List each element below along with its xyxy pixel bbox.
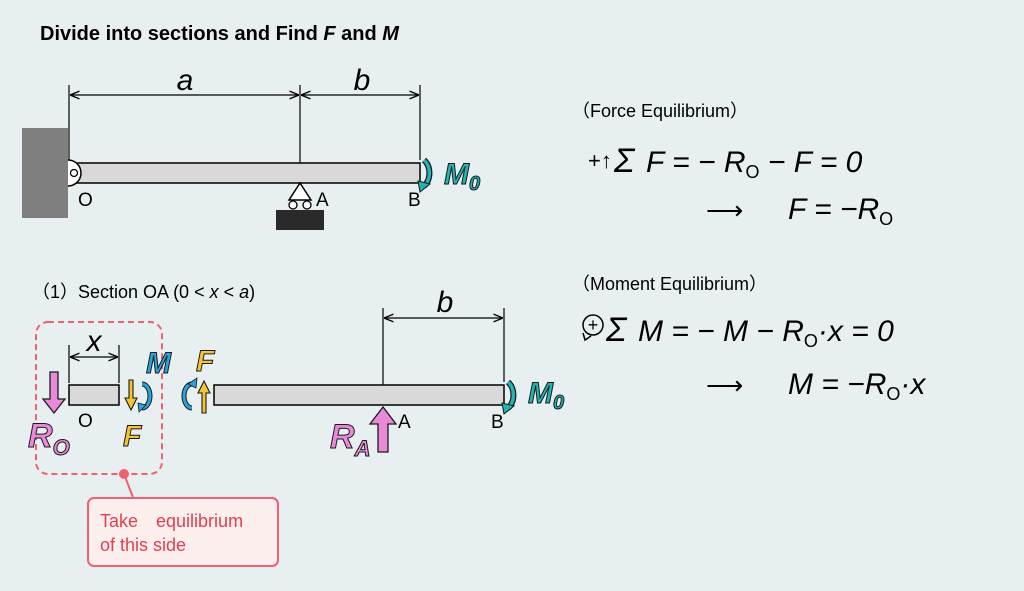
label-b: B	[408, 190, 421, 211]
section-heading: （1）Section OA (0 < x < a)	[32, 282, 255, 302]
force-eq-line-2: F = −RO	[788, 193, 893, 229]
moment-eq-line-1: M = − M − RO·x = 0	[638, 315, 894, 351]
roller-wheel-icon	[302, 200, 312, 210]
moment-m0-label: M0	[444, 158, 480, 195]
shear-force-label-upper: F	[196, 345, 215, 378]
top-beam	[69, 162, 421, 184]
support-base	[276, 210, 324, 230]
label-a: A	[316, 190, 329, 211]
moment-m0-section-label: M0	[528, 377, 564, 414]
fixed-wall	[22, 128, 68, 218]
label-o: O	[78, 190, 93, 211]
dim-label-b: b	[354, 64, 371, 97]
top-beam-figure: a b O A B M0	[22, 64, 481, 230]
reaction-ra-label: RA	[330, 418, 370, 461]
callout-leader	[123, 473, 135, 501]
roller-wheel-icon	[288, 200, 298, 210]
shear-force-down-icon	[124, 379, 138, 412]
reaction-ro-arrow-icon	[41, 371, 67, 415]
clockwise-positive-icon	[582, 314, 604, 342]
shear-force-up-icon	[197, 379, 211, 414]
pin-o-icon	[69, 168, 79, 178]
cut-moment-label: M	[146, 347, 172, 380]
label-o-section: O	[78, 411, 93, 432]
callout-box	[87, 497, 279, 567]
moment-m0-arrow-icon	[417, 157, 433, 193]
reaction-ro-label: RO	[28, 417, 70, 460]
moment-eq-heading: （Moment Equilibrium）	[572, 274, 767, 294]
moment-eq-arrow: ⟶	[706, 370, 743, 400]
label-a-section: A	[398, 412, 411, 433]
roller-support-triangle	[287, 181, 313, 201]
moment-m0-section-arrow-icon	[501, 379, 517, 415]
force-eq-arrow: ⟶	[706, 195, 743, 225]
left-beam-segment	[68, 384, 120, 406]
moment-eq-sigma: Σ	[605, 311, 628, 349]
selection-region	[35, 321, 163, 475]
label-b-section: B	[491, 412, 504, 433]
dim-label-b-section: b	[437, 286, 454, 319]
callout-line-2: of this side	[100, 535, 186, 555]
right-beam-segment	[213, 384, 505, 406]
moment-eq-line-2: M = −RO·x	[788, 368, 926, 404]
force-eq-sigma: Σ	[613, 142, 636, 180]
cut-moment-right-icon	[137, 381, 153, 413]
force-eq-heading: （Force Equilibrium）	[572, 101, 748, 121]
cut-moment-left-icon	[181, 377, 198, 411]
page-title: Divide into sections and Find F and M	[40, 23, 400, 45]
force-eq-line-1: F = − RO − F = 0	[646, 146, 863, 182]
callout-line-1: Take equilibrium	[100, 511, 243, 531]
force-eq-sign: +↑	[588, 148, 612, 173]
reaction-ra-arrow-icon	[368, 405, 398, 453]
moment-eq-plus: +	[588, 315, 599, 335]
shear-force-label-lower: F	[123, 420, 142, 453]
dim-label-x: x	[85, 325, 103, 358]
dim-label-a: a	[177, 64, 194, 97]
